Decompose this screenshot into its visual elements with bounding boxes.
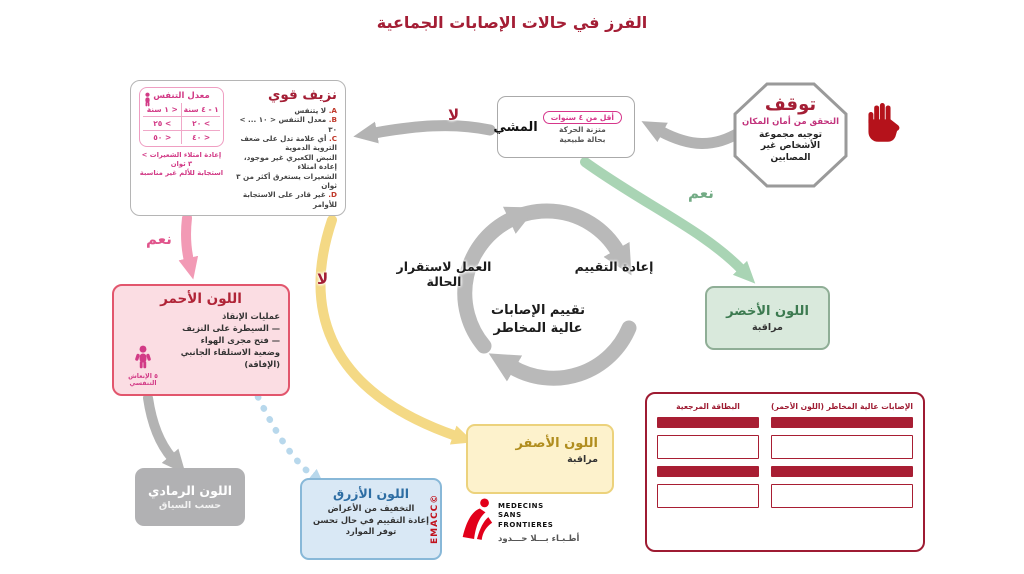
- criterion-d: D. غير قادر على الاستجابة للأوامر: [242, 190, 337, 209]
- card-bar-filled: [657, 466, 760, 477]
- msf-name-line: SANS FRONTIERES: [498, 511, 554, 529]
- red-category-box: اللون الأحمر عمليات الإنقاذ — السيطرة عل…: [112, 284, 290, 396]
- blue-action: توفر الموارد: [345, 526, 397, 537]
- cycle-arc-right: [488, 320, 637, 386]
- octagon-shape: [733, 82, 848, 188]
- green-category-box: اللون الأخضر مراقبة: [705, 286, 830, 350]
- arrow-stop-to-walking: [641, 121, 746, 149]
- green-subtitle: مراقبة: [752, 321, 783, 333]
- gray-category-box: اللون الرمادي حسب السياق: [135, 468, 245, 526]
- stop-title: توقف: [764, 94, 817, 115]
- card-bar-outline: [657, 484, 760, 508]
- walking-note: بحالة طبيعية: [559, 134, 606, 144]
- respiratory-rate-table: معدل التنفس ١ - ٤ سنة < ١ سنة > ٢٠ > ٢٥ …: [139, 87, 224, 147]
- red-action: عمليات الإنقاذ: [222, 311, 280, 321]
- yellow-subtitle: مراقبة: [567, 454, 598, 465]
- yellow-category-box: اللون الأصفر مراقبة: [466, 424, 614, 494]
- resp-value: < ٤٠: [181, 130, 220, 144]
- age-badge: أقل من ٤ سنوات: [542, 110, 622, 124]
- arrow-walking-to-bleeding: [353, 120, 496, 144]
- msf-logo-block: EMACC© MEDECINS SANS FRONTIERES أطـبـاء …: [430, 494, 579, 558]
- stop-body-line: توجيه مجموعة: [758, 130, 823, 140]
- stop-body-line: الأشخاص غير: [760, 141, 821, 152]
- arrow-red-to-blue-dashed: [254, 393, 325, 486]
- red-action: وضعية الاستلقاء الجانبي: [180, 347, 280, 358]
- criterion-c: C. أي علامة تدل على ضعف التروية الدموية: [240, 134, 337, 153]
- resp-col-header: ١ - ٤ سنة: [181, 103, 219, 116]
- walking-title: المشي: [493, 119, 538, 135]
- edge-label-no-bleeding: لا: [317, 270, 329, 288]
- red-action: (الإفاقة): [244, 359, 280, 370]
- criterion-c-cont: النبض الكعبري غير موجود، إعادة امتلاء: [243, 152, 337, 172]
- cycle-stabilize-label: العمل لاستقرار الحالة: [396, 259, 492, 289]
- card-header-reference: البطاقة المرجعية: [676, 402, 740, 411]
- criterion-c-cont: الشعيرات يستغرق أكثر من ٣ ثوان: [236, 171, 337, 190]
- msf-arabic-name: أطـبـاء بـــلا حـــدود: [498, 534, 580, 545]
- card-bar-filled: [771, 417, 913, 428]
- blue-action: التخفيف من الأعراض: [327, 503, 415, 513]
- card-header-highrisk: الإصابات عالية المخاطر (اللون الأحمر): [771, 402, 913, 411]
- msf-name-line: MEDECINS: [498, 502, 544, 510]
- bleeding-title: نزيف قوي: [268, 87, 337, 103]
- blue-action: إعادة التقييم في حال تحسن: [312, 514, 430, 525]
- gray-title: اللون الرمادي: [148, 483, 232, 498]
- walking-box: أقل من ٤ سنوات متزنة الحركة بحالة طبيعية…: [493, 96, 635, 158]
- criterion-a: A. لا يتنفس: [294, 106, 337, 115]
- stop-hand-icon: [868, 103, 900, 142]
- card-bar-outline: [771, 484, 913, 508]
- cycle-arc-left: [457, 206, 537, 354]
- card-bar-outline: [771, 435, 913, 459]
- card-bar-filled: [657, 417, 760, 428]
- arrow-walking-to-green: [580, 157, 756, 284]
- cycle-reassess-label: إعادة التقييم: [574, 259, 654, 274]
- yellow-title: اللون الأصفر: [515, 436, 598, 451]
- blue-title: اللون الأزرق: [332, 486, 410, 501]
- capillary-refill-note: إعادة امتلاء الشعيرات > ٣ ثوان استجابة ل…: [139, 151, 224, 178]
- edge-label-no-walking: لا: [448, 106, 460, 124]
- card-bar-filled: [771, 466, 913, 477]
- resp-value: < ٥٠: [143, 130, 182, 144]
- gray-subtitle: حسب السياق: [158, 500, 222, 511]
- baby-icon: [135, 345, 151, 369]
- baby-icon: [145, 92, 150, 107]
- criterion-b: B. معدل التنفس < ١٠ ... > ٣٠: [239, 115, 337, 134]
- arrow-bleeding-to-red: [178, 213, 199, 280]
- rescue-breaths-label: ٥ الإنعاش التنفسي: [128, 372, 158, 388]
- resp-value: > ٢٠: [181, 116, 220, 130]
- page-title: الفرز في حالات الإصابات الجماعية: [376, 13, 648, 32]
- arrow-bleeding-to-yellow: [315, 215, 474, 445]
- severe-bleeding-box: نزيف قوي A. لا يتنفس B. معدل التنفس < ١٠…: [130, 80, 346, 216]
- red-action: — السيطرة على النزيف: [182, 323, 280, 334]
- stop-octagon: توقف التحقق من أمان المكان توجيه مجموعة …: [733, 82, 848, 188]
- green-title: اللون الأخضر: [726, 303, 809, 319]
- card-bar-outline: [657, 435, 760, 459]
- resp-col-header: < ١ سنة: [146, 105, 178, 114]
- reference-card: الإصابات عالية المخاطر (اللون الأحمر) ال…: [645, 392, 925, 552]
- emacc-label: EMACC©: [430, 493, 440, 544]
- stop-check-text: التحقق من أمان المكان: [741, 117, 840, 127]
- arrow-red-to-gray: [143, 393, 186, 474]
- blue-category-box: اللون الأزرق التخفيف من الأعراض إعادة ال…: [300, 478, 442, 560]
- rescue-breaths-group: ٥ الإنعاش التنفسي: [122, 345, 164, 388]
- stop-body-line: المصابين: [770, 152, 811, 163]
- resp-rate-label: معدل التنفس: [153, 91, 210, 101]
- walking-note: متزنة الحركة: [559, 124, 606, 134]
- resp-value: > ٢٥: [143, 116, 182, 130]
- red-action: — فتح مجرى الهواء: [200, 335, 280, 346]
- msf-logo-icon: [462, 498, 493, 540]
- cycle-assess-label: تقييم الإصابات عالية المخاطر: [491, 303, 585, 336]
- red-title: اللون الأحمر: [160, 291, 242, 307]
- edge-label-yes-bleeding: نعم: [146, 230, 172, 248]
- edge-label-yes-walking: نعم: [688, 184, 714, 202]
